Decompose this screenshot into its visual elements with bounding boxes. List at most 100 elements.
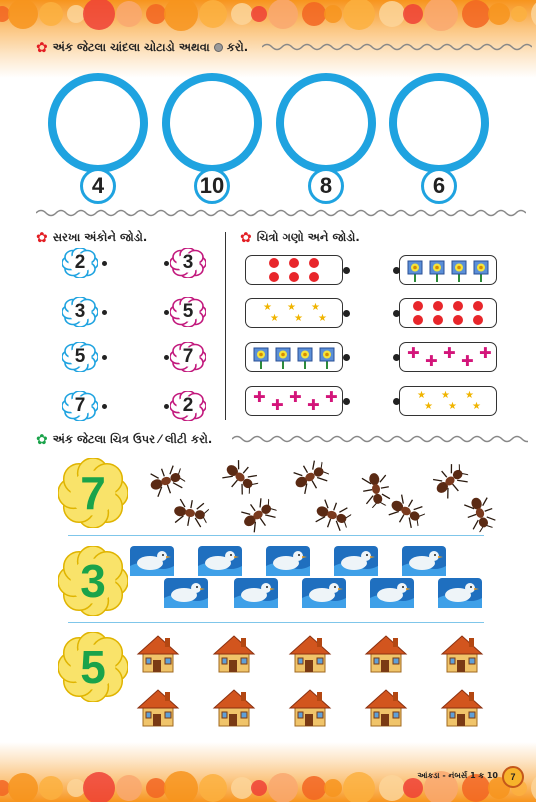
duck-icon[interactable]	[198, 546, 242, 580]
decorative-dot	[146, 4, 166, 24]
house-icon[interactable]	[210, 632, 256, 678]
number-flower-right: 2	[170, 391, 206, 421]
star-icon: ★	[472, 401, 481, 412]
decorative-dot	[379, 775, 405, 801]
decorative-dot	[424, 771, 458, 802]
plus-icon: ✚	[425, 352, 438, 370]
match-point[interactable]	[343, 267, 350, 274]
decorative-dot	[231, 777, 253, 799]
picture-box-right: ★★★★★★	[399, 386, 497, 416]
row-separator	[68, 535, 484, 536]
match-point[interactable]	[164, 404, 169, 409]
sticker-circle-4[interactable]	[389, 73, 489, 173]
decorative-dot	[488, 3, 510, 25]
house-icon[interactable]	[438, 632, 484, 678]
plus-icon: ✚	[307, 396, 320, 414]
picture-box-left: ✚✚✚✚✚	[245, 386, 343, 416]
ant-icon[interactable]	[388, 494, 426, 530]
flower-star-icon: ✿	[36, 40, 48, 56]
match-point[interactable]	[393, 267, 400, 274]
match-point[interactable]	[102, 261, 107, 266]
ant-icon[interactable]	[222, 460, 259, 496]
decorative-dot	[424, 0, 458, 31]
duck-icon[interactable]	[438, 578, 482, 612]
number-flower-left: 5	[62, 342, 98, 372]
match-point[interactable]	[102, 310, 107, 315]
plus-icon: ✚	[289, 388, 302, 406]
match-point[interactable]	[393, 398, 400, 405]
ant-icon[interactable]	[314, 499, 352, 534]
match-point[interactable]	[393, 310, 400, 317]
plus-icon: ✚	[479, 344, 492, 362]
match-point[interactable]	[343, 354, 350, 361]
number-badge: 10	[194, 168, 230, 204]
decorative-dot	[146, 778, 166, 798]
match-point[interactable]	[343, 398, 350, 405]
match-point[interactable]	[102, 355, 107, 360]
match-point[interactable]	[102, 404, 107, 409]
match-point[interactable]	[393, 354, 400, 361]
decorative-dot	[302, 776, 326, 800]
flower-icon	[275, 347, 291, 369]
number-flower-right: 3	[170, 248, 206, 278]
duck-icon[interactable]	[164, 578, 208, 612]
number-label: 2	[182, 395, 194, 416]
duck-icon[interactable]	[130, 546, 174, 580]
match-point[interactable]	[164, 261, 169, 266]
match-point[interactable]	[164, 310, 169, 315]
number-label: 3	[74, 301, 86, 322]
wavy-divider	[36, 209, 526, 217]
flower-star-icon: ✿	[240, 230, 252, 246]
duck-icon[interactable]	[302, 578, 346, 612]
wavy-line	[232, 435, 528, 443]
number-flower-left: 2	[62, 248, 98, 278]
big-number-flower: 7	[58, 458, 128, 528]
duck-icon[interactable]	[370, 578, 414, 612]
red-dot-icon	[269, 272, 279, 282]
picture-box-right	[399, 298, 497, 328]
wavy-line	[262, 43, 532, 51]
flower-icon	[407, 260, 423, 282]
ant-icon[interactable]	[240, 498, 277, 534]
ant-icon[interactable]	[462, 497, 498, 533]
footer-label: આંકડા - નંબર્સ 1 ક 10	[417, 771, 498, 780]
house-icon[interactable]	[362, 686, 408, 732]
ant-icon[interactable]	[172, 498, 210, 532]
sticker-circle-3[interactable]	[276, 73, 376, 173]
house-icon[interactable]	[134, 686, 180, 732]
duck-icon[interactable]	[234, 578, 278, 612]
star-icon: ★	[424, 401, 433, 412]
ant-icon[interactable]	[358, 473, 394, 509]
sticker-circle-2[interactable]	[162, 73, 262, 173]
star-icon: ★	[287, 302, 296, 313]
section3-instruction-text: અંક જેટલા ચિત્ર ઉપર ⁄ લીટી કરો.	[52, 432, 213, 446]
duck-icon[interactable]	[402, 546, 446, 580]
star-icon: ★	[294, 313, 303, 324]
ant-icon[interactable]	[148, 465, 186, 500]
duck-icon[interactable]	[334, 546, 378, 580]
number-label: 2	[74, 252, 86, 273]
picture-box-right: ✚✚✚✚✚	[399, 342, 497, 372]
house-icon[interactable]	[286, 686, 332, 732]
number-label: 7	[182, 346, 194, 367]
house-icon[interactable]	[134, 632, 180, 678]
decorative-dot	[116, 1, 142, 27]
flower-icon	[473, 260, 489, 282]
flower-icon	[451, 260, 467, 282]
ant-icon[interactable]	[292, 460, 330, 496]
house-icon[interactable]	[362, 632, 408, 678]
flower-star-icon: ✿	[36, 432, 48, 448]
match-point[interactable]	[164, 355, 169, 360]
sticker-circle-1[interactable]	[48, 73, 148, 173]
decorative-dot	[8, 773, 38, 802]
ant-icon[interactable]	[432, 464, 469, 500]
match-point[interactable]	[343, 310, 350, 317]
house-icon[interactable]	[210, 686, 256, 732]
decorative-dot	[268, 0, 298, 29]
duck-icon[interactable]	[266, 546, 310, 580]
house-icon[interactable]	[438, 686, 484, 732]
decorative-dot	[324, 779, 342, 797]
picture-box-left	[245, 255, 343, 285]
page-number: 7	[502, 766, 524, 788]
house-icon[interactable]	[286, 632, 332, 678]
